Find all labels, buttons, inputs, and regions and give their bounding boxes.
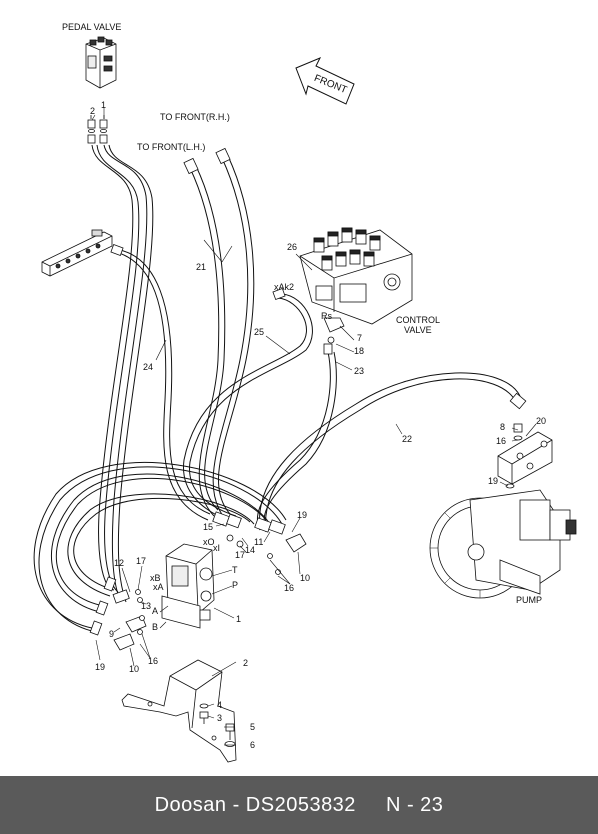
callout-26: 26 [287,242,298,252]
port-b: B [152,622,159,632]
port-a: A [152,606,159,616]
port-xb: xB [150,573,161,583]
callout-2-bracket: 2 [243,658,249,668]
pedal-valve-title: PEDAL VALVE [62,22,122,32]
pedal-valve [85,36,117,89]
callout-20: 20 [536,416,547,426]
callout-16-pump: 16 [496,436,507,446]
mounting-bracket [121,659,237,763]
port-xak2: xAk2 [274,282,295,292]
callout-23: 23 [354,366,365,376]
callout-1-block: 1 [236,614,242,624]
callout-11: 11 [254,537,264,547]
callout-7: 7 [357,333,363,343]
port-xa: xA [153,582,164,592]
port-xo: xO [203,537,215,547]
callout-14: 14 [245,545,256,555]
port-t: T [232,565,238,575]
block-fittings [112,511,307,651]
callout-12: 12 [114,558,125,568]
callout-9: 9 [109,629,115,639]
pump [429,489,577,599]
callout-16-left: 16 [148,656,159,666]
control-valve-title-line1: CONTROL [396,315,441,325]
port-xi: xI [213,543,221,553]
port-p: P [232,580,239,590]
callout-1-top: 1 [101,100,107,110]
footer-bar: Doosan - DS2053832 N - 23 [0,776,598,834]
to-front-lh-title: TO FRONT(L.H.) [137,142,206,152]
hose-lines [33,144,521,633]
front-direction-arrow [295,57,355,105]
leader-lines [91,108,537,746]
callout-13: 13 [141,601,152,611]
hose-end-fittings [89,147,527,636]
callout-17-block: 17 [235,550,246,560]
pilot-block [161,543,215,629]
footer-page-number: N - 23 [385,793,444,816]
flange-block [497,423,553,489]
bolts-and-washers [199,703,236,747]
callout-16-right: 16 [284,583,295,593]
callout-8: 8 [500,422,506,432]
callout-6: 6 [250,740,256,750]
port-rs: Rs [321,311,332,321]
control-valve-title-line2: VALVE [404,325,432,335]
callout-2-top: 2 [90,106,96,116]
callout-18: 18 [354,346,365,356]
footer-brand: Doosan - DS2053832 [154,793,356,816]
control-valve [299,227,413,344]
callout-25: 25 [254,327,265,337]
callout-15: 15 [203,522,214,532]
callout-3: 3 [217,713,223,723]
callout-24: 24 [143,362,154,372]
to-front-rh-title: TO FRONT(R.H.) [160,112,230,122]
pedal-valve-fittings [87,115,108,144]
callout-19-pump: 19 [488,476,499,486]
callout-19-left: 19 [95,662,106,672]
pump-title: PUMP [516,595,543,605]
callout-19-block: 19 [297,510,308,520]
callout-22: 22 [402,434,413,444]
callout-10-right: 10 [300,573,311,583]
callout-5: 5 [250,722,256,732]
callout-4: 4 [217,700,223,710]
callout-17-left: 17 [136,556,147,566]
manifold-block [41,229,113,277]
callout-10-left: 10 [129,664,140,674]
callout-21: 21 [196,262,207,272]
